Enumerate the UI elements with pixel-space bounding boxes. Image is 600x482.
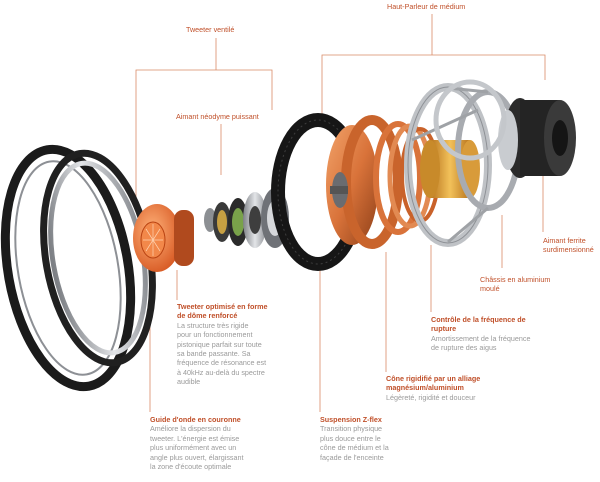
label-guide-onde-desc-3: plus uniformément avec un <box>150 443 237 453</box>
label-guide-onde-desc-4: angle plus ouvert, élargissant <box>150 452 244 462</box>
label-suspension-desc-3: cône de médium et la <box>320 443 389 453</box>
label-suspension-desc-1: Transition physique <box>320 424 383 434</box>
label-tweeter-dome-desc-6: à 40kHz au-delà du spectre <box>177 367 265 377</box>
label-tweeter-dome-desc-7: audible <box>177 377 201 387</box>
label-cone-title-1: Cône rigidifié par un alliage <box>386 374 481 383</box>
label-cone-title-2: magnésium/aluminium <box>386 383 464 393</box>
label-chassis-line1: Châssis en aluminium <box>480 275 551 284</box>
label-tweeter-dome-desc-2: pour un fonctionnement <box>177 330 253 340</box>
label-suspension: Suspension Z-flex Transition physique pl… <box>320 415 389 462</box>
label-tweeter-dome-desc-4: sa bande passante. Sa <box>177 349 251 359</box>
label-controle-desc-2: de rupture des aigus <box>431 343 497 353</box>
leader-haut-parleur <box>321 54 546 115</box>
label-guide-onde-title: Guide d'onde en couronne <box>150 415 241 424</box>
rear-ring <box>433 79 507 161</box>
label-tweeter-dome-desc-3: pistonique parfait sur toute <box>177 339 262 349</box>
label-suspension-title: Suspension Z-flex <box>320 415 382 424</box>
label-guide-onde: Guide d'onde en couronne Améliore la dis… <box>150 415 244 471</box>
label-cone: Cône rigidifié par un alliage magnésium/… <box>386 374 480 402</box>
label-tweeter-dome-desc-1: La structure très rigide <box>177 320 249 330</box>
label-chassis-line2: moulé <box>480 284 500 294</box>
label-controle-title-1: Contrôle de la fréquence de <box>431 315 526 324</box>
label-aimant-neodyme-title: Aimant néodyme puissant <box>176 112 259 121</box>
label-suspension-desc-2: plus douce entre le <box>320 433 381 443</box>
label-controle-title-2: rupture <box>431 324 457 334</box>
label-guide-onde-desc-2: tweeter. L'énergie est émise <box>150 433 240 443</box>
label-tweeter-dome-desc-5: fréquence de résonance est <box>177 358 267 368</box>
label-suspension-desc-4: façade de l'enceinte <box>320 452 384 462</box>
ferrite-magnet <box>498 98 576 178</box>
waveguide-rings <box>0 144 156 392</box>
tweeter-dome <box>133 204 194 272</box>
label-aimant-ferrite-line1: Aimant ferrite <box>543 236 586 245</box>
medium-cone <box>326 115 403 249</box>
label-aimant-ferrite: Aimant ferrite surdimensionné <box>543 236 594 255</box>
label-tweeter-dome-title-1: Tweeter optimisé en forme <box>177 302 268 311</box>
leader-tweeter-ventile <box>135 69 273 200</box>
label-guide-onde-desc-1: Améliore la dispersion du <box>150 424 231 434</box>
label-chassis: Châssis en aluminium moulé <box>480 275 550 294</box>
label-aimant-neodyme: Aimant néodyme puissant <box>176 112 259 121</box>
label-tweeter-dome: Tweeter optimisé en forme de dôme renfor… <box>177 302 268 387</box>
label-controle-frequence: Contrôle de la fréquence de rupture Amor… <box>431 315 530 353</box>
label-haut-parleur-medium-title: Haut-Parleur de médium <box>387 2 466 11</box>
label-haut-parleur-medium: Haut-Parleur de médium <box>387 2 465 11</box>
label-tweeter-ventile: Tweeter ventilé <box>186 25 234 34</box>
label-aimant-ferrite-line2: surdimensionné <box>543 245 594 255</box>
label-tweeter-dome-title-2: de dôme renforcé <box>177 311 238 321</box>
label-controle-desc-1: Amortissement de la fréquence <box>431 333 531 343</box>
label-guide-onde-desc-5: la zone d'écoute optimale <box>150 462 232 472</box>
label-tweeter-ventile-title: Tweeter ventilé <box>186 25 235 34</box>
label-cone-desc-1: Légèreté, rigidité et douceur <box>386 392 476 402</box>
